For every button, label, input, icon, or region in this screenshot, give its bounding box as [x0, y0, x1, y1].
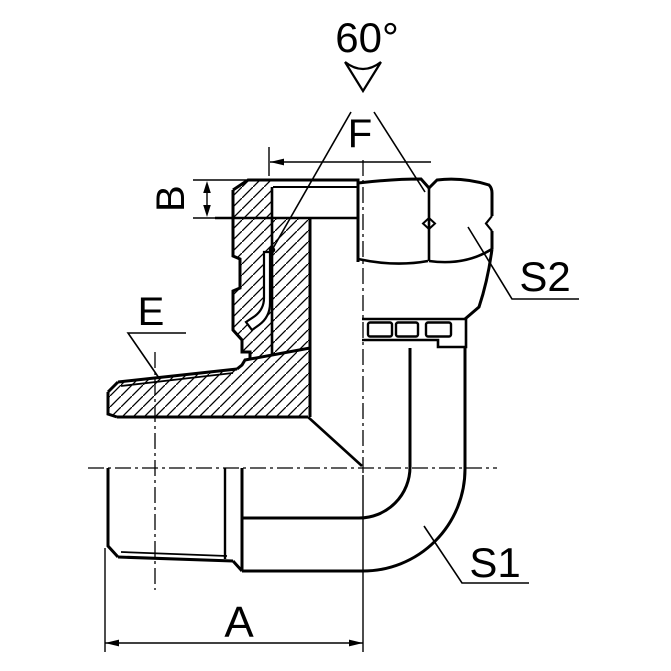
hex-corner-diamond	[421, 216, 437, 231]
label-leaders	[126, 226, 579, 584]
cone-angle-label: 60°	[335, 14, 399, 61]
e-leader	[126, 332, 186, 379]
dimension-a	[104, 475, 364, 652]
cone-flank-leaders	[271, 111, 426, 251]
hex-corner-notch	[484, 215, 493, 232]
s1-leader	[423, 525, 529, 584]
cone-angle-icon	[344, 61, 382, 94]
centerlines	[88, 160, 497, 590]
s2-leader	[467, 226, 579, 300]
male-thread-outline	[106, 468, 244, 573]
cone-leader-dot	[268, 246, 276, 254]
dim-a-arrow-right	[349, 639, 363, 647]
dimension-f	[268, 147, 431, 176]
dim-b-arrow-up	[203, 181, 211, 193]
dim-b-arrow-down	[203, 205, 211, 217]
wrench-s2-label: S2	[519, 253, 570, 300]
dim-e-label: E	[138, 290, 165, 334]
dim-f-label: F	[348, 112, 372, 156]
dim-a-arrow-left	[105, 639, 119, 647]
section-hatch-areas	[108, 180, 310, 417]
dim-a-label: A	[224, 598, 254, 647]
dimension-b	[193, 179, 246, 219]
cone-seat-nose	[244, 250, 272, 332]
dim-f-arrow	[270, 158, 284, 166]
dim-b-label: B	[149, 185, 193, 212]
hex-nut-outline	[357, 177, 494, 321]
serration-band	[362, 317, 468, 349]
elbow-arcs	[242, 347, 467, 573]
body-section-outline	[106, 178, 363, 467]
wrench-s1-label: S1	[469, 539, 520, 586]
